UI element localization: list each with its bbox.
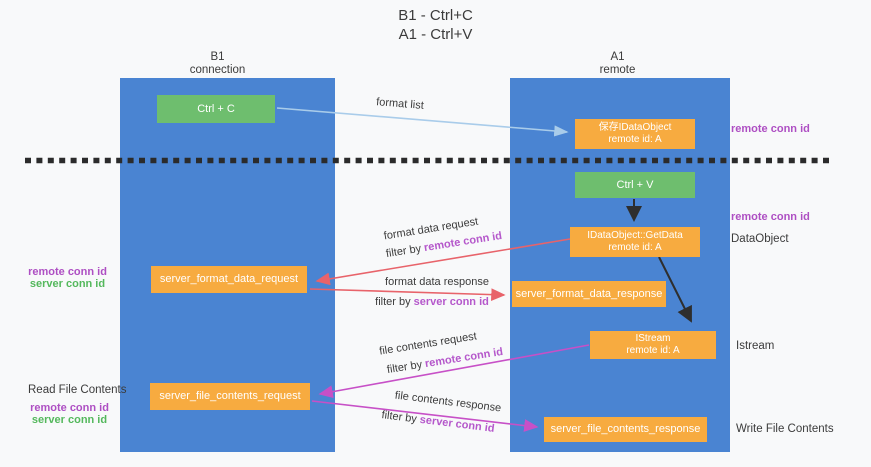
title-line-1: B1 - Ctrl+C xyxy=(398,7,473,24)
server-file-contents-response-box: server_file_contents_response xyxy=(544,417,707,442)
left-column-header: B1 connection xyxy=(120,51,315,76)
left-mid-remote-conn-id: remote conn id xyxy=(28,266,107,278)
diagram-title: B1 - Ctrl+C A1 - Ctrl+V xyxy=(0,6,871,44)
left-column-role: connection xyxy=(189,63,246,76)
remote-conn-id-top-label: remote conn id xyxy=(731,123,810,135)
right-column-name: A1 xyxy=(610,51,625,63)
format-data-response-filter-label: filter by server conn id xyxy=(375,296,489,308)
ctrl-c-box: Ctrl + C xyxy=(157,95,275,123)
remote-conn-id-mid-label: remote conn id xyxy=(731,211,810,223)
read-file-contents-label: Read File Contents xyxy=(28,384,127,396)
save-dataobject-box: 保存IDataObject remote id: A xyxy=(575,119,695,149)
format-data-request-arrow xyxy=(315,238,571,286)
left-column-name: B1 xyxy=(210,51,225,63)
left-mid-server-conn-id: server conn id xyxy=(29,278,106,290)
ctrl-v-box: Ctrl + V xyxy=(575,172,695,198)
server-format-data-request-label: server_format_data_request xyxy=(159,273,299,285)
server-file-contents-response-label: server_file_contents_response xyxy=(550,423,701,435)
server-format-data-response-box: server_format_data_response xyxy=(512,281,666,307)
ctrl-c-label: Ctrl + C xyxy=(197,102,235,115)
server-format-data-request-box: server_format_data_request xyxy=(151,266,307,293)
istream-line2: remote id: A xyxy=(626,345,680,356)
format-data-response-label: format data response xyxy=(385,276,489,288)
left-bottom-remote-conn-id: remote conn id xyxy=(30,402,109,414)
save-dataobject-line1: 保存IDataObject xyxy=(598,122,672,133)
getdata-line2: remote id: A xyxy=(608,242,662,253)
getdata-line1: IDataObject::GetData xyxy=(587,230,683,241)
left-bottom-conn-ids: remote conn id server conn id xyxy=(22,402,117,426)
ctrl-v-label: Ctrl + V xyxy=(616,178,654,191)
left-bottom-server-conn-id: server conn id xyxy=(31,414,108,426)
dataobject-label: DataObject xyxy=(731,233,789,245)
file-contents-response-arrow xyxy=(311,400,539,432)
server-conn-id-highlight: server conn id xyxy=(413,296,489,308)
filter-by-text: filter by xyxy=(375,296,414,308)
getdata-box: IDataObject::GetData remote id: A xyxy=(570,227,700,257)
getdata-to-istream-arrow xyxy=(658,256,692,323)
format-data-response-arrow xyxy=(309,288,506,302)
write-file-contents-label: Write File Contents xyxy=(736,423,834,435)
server-format-data-response-label: server_format_data_response xyxy=(515,287,663,300)
server-file-contents-request-label: server_file_contents_request xyxy=(159,390,301,402)
right-column-header: A1 remote xyxy=(510,51,725,76)
file-contents-request-arrow xyxy=(318,344,590,399)
title-line-2: A1 - Ctrl+V xyxy=(398,26,473,43)
left-mid-conn-ids: remote conn id server conn id xyxy=(20,266,115,290)
istream-line1: IStream xyxy=(635,333,671,344)
save-dataobject-line2: remote id: A xyxy=(608,134,662,145)
server-file-contents-request-box: server_file_contents_request xyxy=(150,383,310,410)
istream-side-label: Istream xyxy=(736,340,775,352)
istream-box: IStream remote id: A xyxy=(590,331,716,359)
right-column-role: remote xyxy=(599,63,636,76)
format-list-arrow xyxy=(276,107,569,137)
